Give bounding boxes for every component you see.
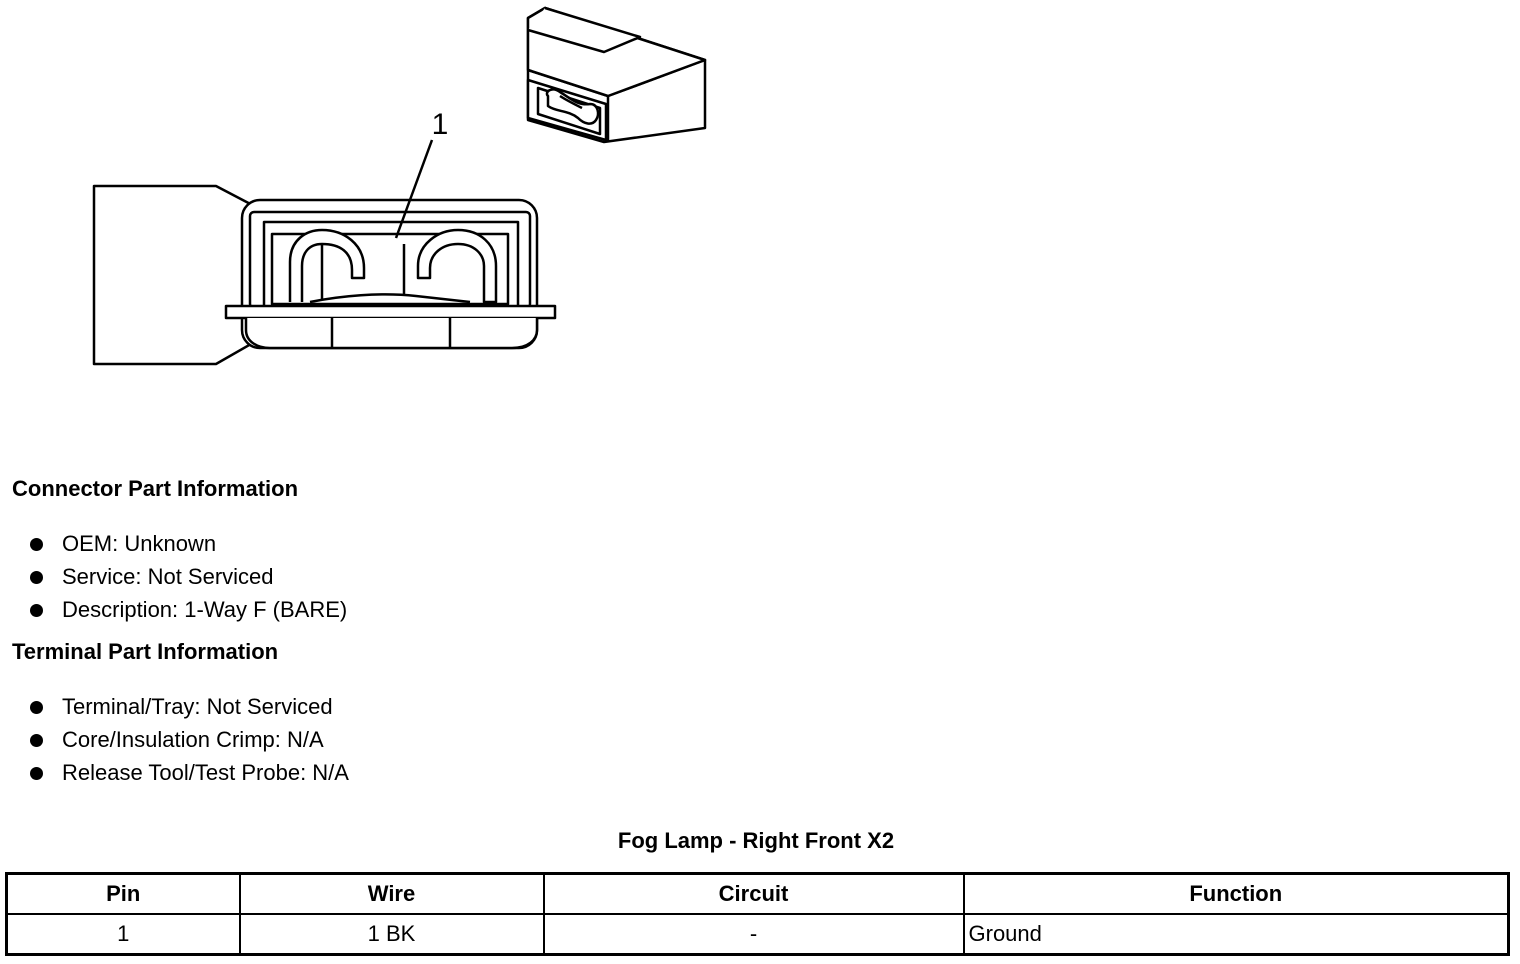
list-item-text: Release Tool/Test Probe: N/A xyxy=(62,760,349,785)
connector-front-view xyxy=(92,139,557,366)
callout-label: 1 xyxy=(432,108,449,141)
connector-illustration: 1 xyxy=(92,6,707,366)
column-header-pin: Pin xyxy=(5,872,241,915)
list-item-text: Terminal/Tray: Not Serviced xyxy=(62,694,333,719)
bullet-icon xyxy=(30,571,43,584)
column-header-circuit: Circuit xyxy=(542,872,965,915)
pin-table-title: Fog Lamp - Right Front X2 xyxy=(617,828,895,853)
column-header-wire: Wire xyxy=(238,872,545,915)
list-item-text: OEM: Unknown xyxy=(62,531,217,556)
column-header-function: Function xyxy=(962,872,1510,915)
connector-info-heading: Connector Part Information xyxy=(12,476,299,501)
pin-table: Pin Wire Circuit Function 1 1 BK - Groun… xyxy=(5,872,1510,956)
table-header-row: Pin Wire Circuit Function xyxy=(5,872,1510,915)
list-item-text: Description: 1-Way F (BARE) xyxy=(62,597,348,622)
list-item-text: Core/Insulation Crimp: N/A xyxy=(62,727,324,752)
cell-function: Ground xyxy=(962,913,1510,956)
table-row: 1 1 BK - Ground xyxy=(5,913,1510,956)
bullet-icon xyxy=(30,538,43,551)
cell-circuit: - xyxy=(542,913,965,956)
cell-wire: 1 BK xyxy=(238,913,545,956)
cell-pin: 1 xyxy=(5,913,241,956)
bullet-icon xyxy=(30,701,43,714)
bullet-icon xyxy=(30,604,43,617)
connector-3d-view xyxy=(526,6,707,144)
bullet-icon xyxy=(30,734,43,747)
terminal-info-heading: Terminal Part Information xyxy=(12,639,279,664)
bullet-icon xyxy=(30,767,43,780)
list-item-text: Service: Not Serviced xyxy=(62,564,274,589)
